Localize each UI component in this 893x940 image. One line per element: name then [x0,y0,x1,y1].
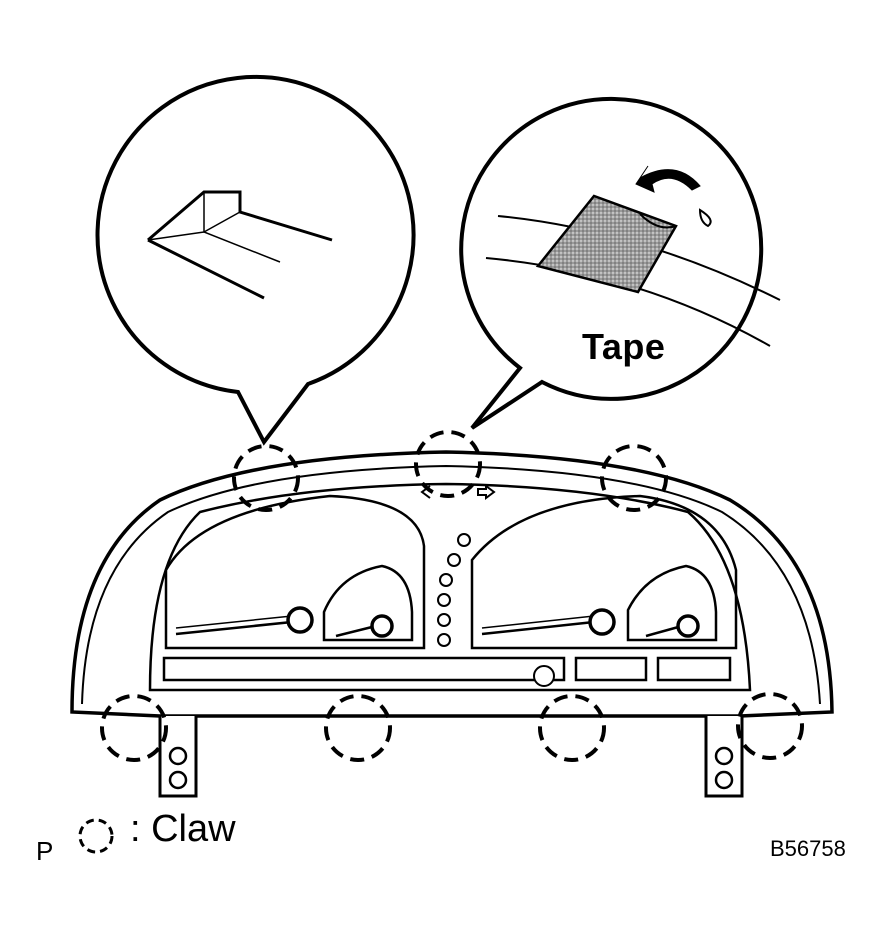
dashed-circle-icon [78,818,114,854]
tape-detail-callout [459,96,781,430]
claw-marker [736,692,804,760]
combination-meter [70,450,834,798]
claw-marker [414,430,482,498]
claw-detail-callout [95,75,416,446]
claw-markers [100,430,804,762]
legend-text: : Claw [130,808,236,850]
claw-marker [600,444,668,512]
legend-letter: P [36,836,54,866]
claw-marker [100,694,168,762]
claw-marker [538,694,606,762]
figure-id: B56758 [770,836,846,861]
curved-arrow-icon [635,165,701,193]
claw-marker [324,694,392,762]
claw-marker [232,444,300,512]
tape-label: Tape [582,326,666,367]
